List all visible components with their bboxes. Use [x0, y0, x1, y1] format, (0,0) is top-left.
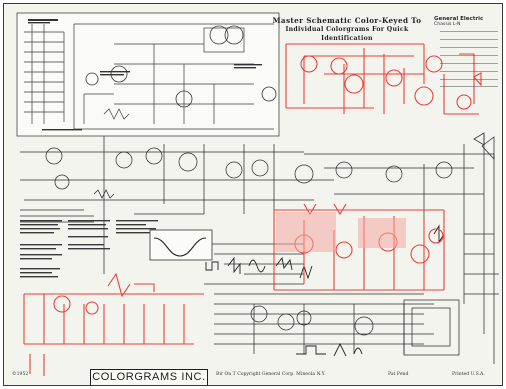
inset-text-blocks	[28, 19, 262, 131]
title-line-1: Master Schematic Color-Keyed To	[272, 16, 422, 25]
model-info-box: General Electric Chassis L-N	[434, 16, 500, 92]
printed-text: Printed U.S.A.	[452, 372, 485, 377]
schematic-title: Master Schematic Color-Keyed To Individu…	[266, 16, 428, 43]
credit-text: Bir On T Copyright General Corp. Mineola…	[216, 372, 326, 377]
red-section-lower-left	[23, 272, 204, 376]
schematic-drawing	[16, 12, 499, 376]
model-list	[434, 30, 500, 92]
notes-block	[20, 220, 158, 278]
waveform-box	[149, 229, 213, 261]
copyright-text: ©1952	[12, 372, 29, 377]
brand-text: COLORGRAMS INC.	[92, 371, 206, 383]
chassis-label: Chassis L-N	[434, 22, 461, 27]
inset-circuit	[24, 23, 274, 130]
waveforms	[205, 224, 445, 357]
inset-panel	[16, 12, 280, 137]
patent-text: Pat Pend	[388, 372, 409, 377]
pink-fill	[276, 212, 406, 252]
main-schematic	[20, 132, 499, 364]
title-line-2: Individual Colorgrams For Quick Identifi…	[285, 26, 409, 42]
schematic-sheet: Master Schematic Color-Keyed To Individu…	[3, 3, 503, 386]
colorgrams-logo: COLORGRAMS INC.	[90, 369, 208, 385]
inset-tubes	[85, 25, 277, 108]
manufacturer-label: General Electric	[434, 16, 484, 22]
